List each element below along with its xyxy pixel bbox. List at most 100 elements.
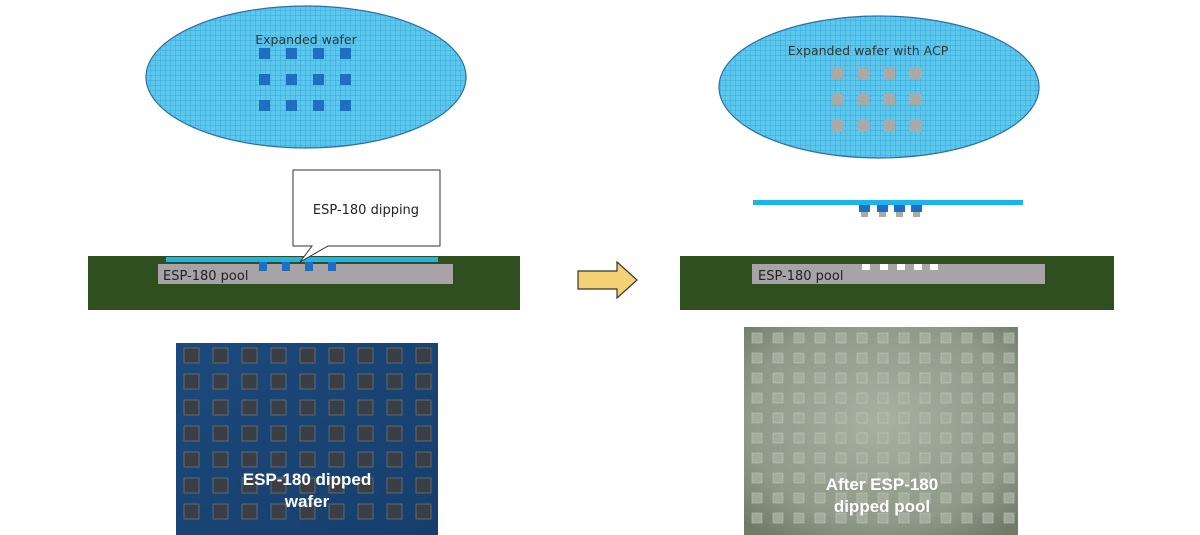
photo-imprint [961,392,973,404]
photo-imprint [877,512,889,524]
photo-die [270,347,287,364]
photo-die [183,451,200,468]
photo-die [183,347,200,364]
photo-die [415,425,432,442]
photo-imprint [772,332,784,344]
photo-imprint [961,412,973,424]
photo-imprint [793,512,805,524]
photo-die [415,477,432,494]
photo-imprint [793,472,805,484]
photo-die [241,503,258,520]
photo-imprint [1003,432,1015,444]
photo-imprint [877,372,889,384]
photo-die [415,503,432,520]
photo-die [299,503,316,520]
wafer-die [286,48,297,59]
acp-die [832,68,843,79]
photo-imprint [961,512,973,524]
photo-imprint [814,352,826,364]
photo-die [386,451,403,468]
photo-imprint [856,352,868,364]
photo-die [183,373,200,390]
photo-die [212,503,229,520]
photo-imprint [772,432,784,444]
left-wafer-label: Expanded wafer [255,32,357,47]
pool-die [305,262,313,271]
photo-imprint [772,472,784,484]
photo-imprint [940,412,952,424]
photo-die [357,347,374,364]
photo-die [415,347,432,364]
photo-imprint [898,372,910,384]
photo-imprint [814,372,826,384]
photo-die [328,451,345,468]
photo-die [357,425,374,442]
photo-die [299,425,316,442]
photo-imprint [877,432,889,444]
photo-imprint [877,492,889,504]
photo-imprint [814,472,826,484]
pool-die [282,262,290,271]
photo-imprint [919,452,931,464]
photo-imprint [919,392,931,404]
right-photo: After ESP-180 dipped pool [744,327,1018,535]
photo-die [270,373,287,390]
photo-die [270,425,287,442]
pool-hole [862,264,870,270]
photo-imprint [751,392,763,404]
photo-imprint [835,412,847,424]
left-wafer-dies [259,48,351,111]
photo-imprint [856,372,868,384]
wafer-die [313,74,324,85]
wafer-die [286,100,297,111]
photo-die [241,477,258,494]
photo-die [270,503,287,520]
photo-imprint [751,492,763,504]
photo-imprint [793,392,805,404]
right-pool-label: ESP-180 pool [758,269,843,284]
photo-die [241,451,258,468]
photo-imprint [982,372,994,384]
photo-imprint [982,452,994,464]
photo-die [357,503,374,520]
film-acp [896,212,903,217]
photo-die [183,425,200,442]
right-wafer-dies [832,68,921,131]
photo-imprint [772,412,784,424]
photo-die [328,477,345,494]
photo-imprint [835,432,847,444]
photo-imprint [919,432,931,444]
photo-imprint [835,392,847,404]
photo-imprint [1003,332,1015,344]
photo-imprint [772,452,784,464]
photo-imprint [940,492,952,504]
photo-die [415,399,432,416]
left-photo: ESP-180 dipped wafer [176,343,438,535]
photo-imprint [751,432,763,444]
photo-imprint [856,412,868,424]
pool-hole [880,264,888,270]
right-expanded-wafer: Expanded wafer with ACP [718,15,1040,159]
photo-imprint [856,392,868,404]
photo-imprint [982,392,994,404]
photo-imprint [793,372,805,384]
acp-die [884,68,895,79]
photo-imprint [1003,492,1015,504]
photo-die [183,503,200,520]
wafer-die [340,74,351,85]
photo-die [386,503,403,520]
film-die [911,205,922,212]
photo-imprint [1003,392,1015,404]
left-pool-label: ESP-180 pool [163,269,248,284]
photo-die [212,347,229,364]
right-photo-caption-line1: After ESP-180 [826,475,938,494]
photo-imprint [919,492,931,504]
photo-imprint [877,452,889,464]
photo-imprint [898,352,910,364]
photo-die [299,399,316,416]
photo-die [328,503,345,520]
left-photo-caption-line1: ESP-180 dipped [243,470,371,489]
photo-imprint [961,332,973,344]
photo-die [299,347,316,364]
photo-die [386,399,403,416]
